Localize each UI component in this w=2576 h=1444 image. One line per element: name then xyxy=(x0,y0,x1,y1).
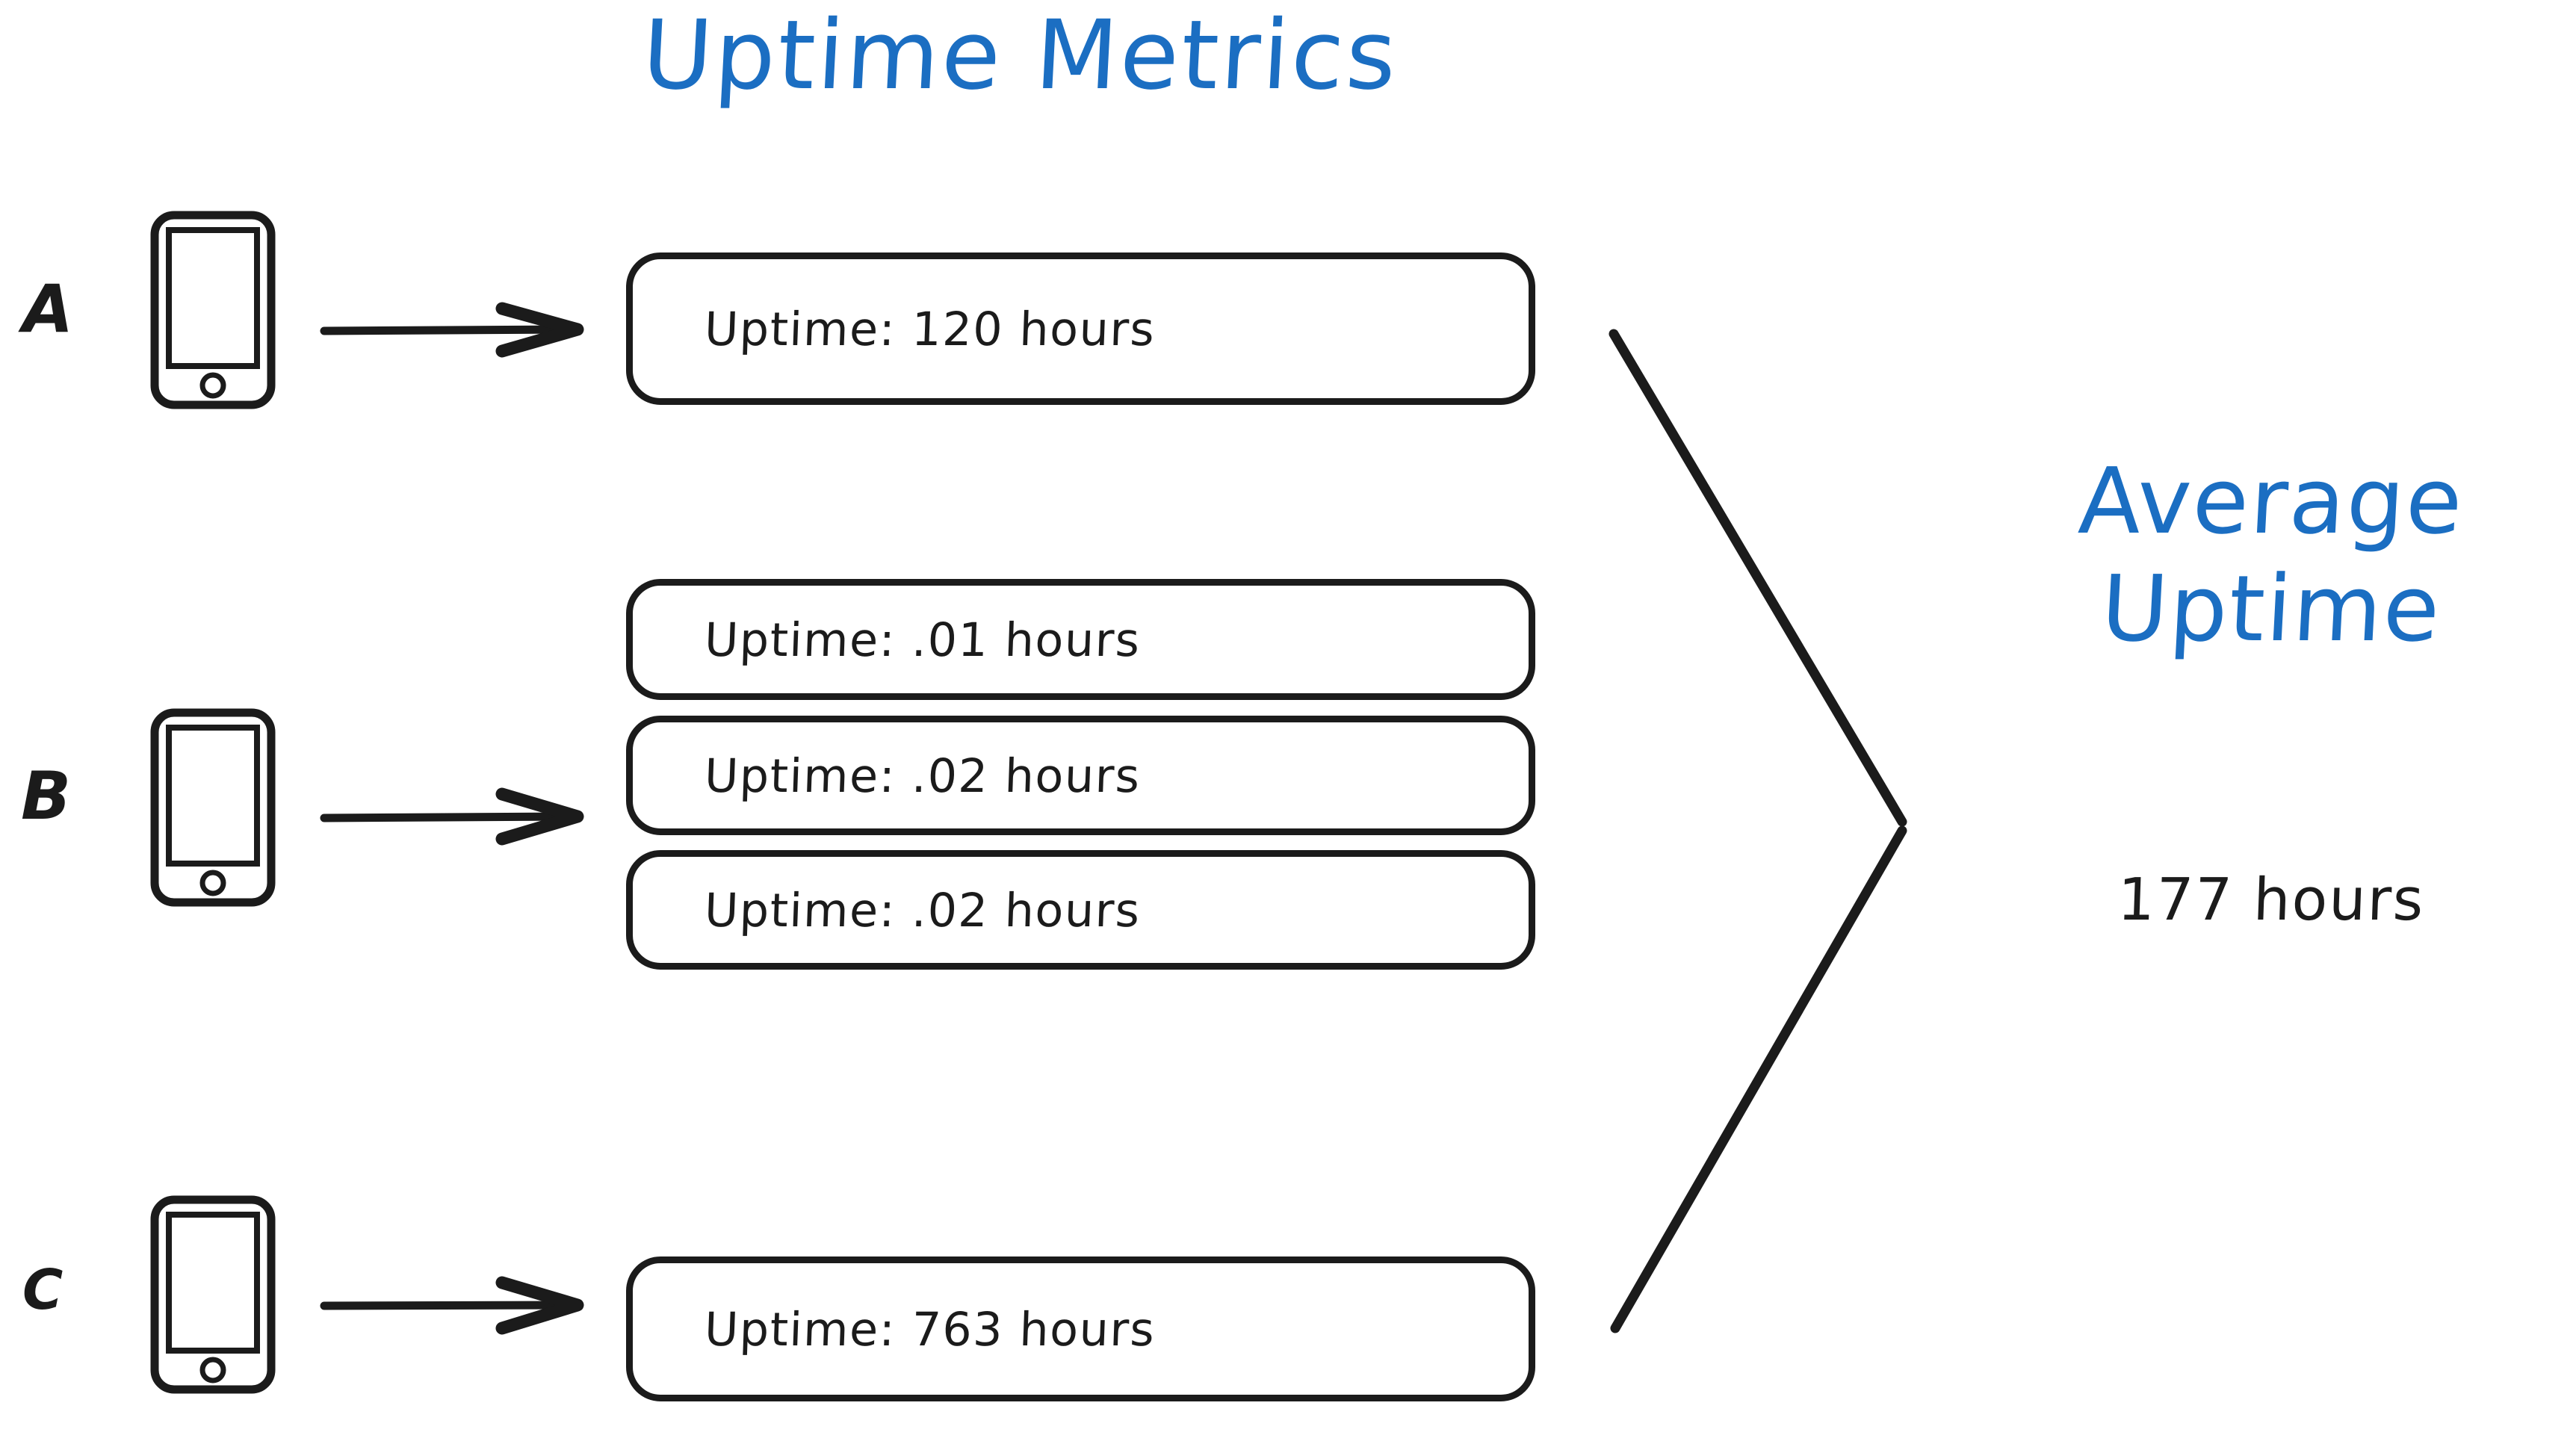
page-title: Uptime Metrics xyxy=(640,0,1402,111)
summary-heading-line-1: Average xyxy=(2075,448,2467,554)
arrow-right-icon xyxy=(320,787,584,846)
mobile-phone-icon xyxy=(149,1195,276,1395)
mobile-phone-icon xyxy=(149,708,276,908)
metric-text: Uptime: .02 hours xyxy=(703,748,1142,803)
device-label-b: B xyxy=(21,757,72,834)
summary-value: 177 hours xyxy=(2116,867,2427,934)
metric-text: Uptime: .01 hours xyxy=(703,612,1142,667)
metric-box[interactable]: Uptime: 763 hours xyxy=(626,1256,1535,1401)
mobile-phone-icon xyxy=(149,211,276,411)
arrow-right-icon xyxy=(320,302,584,358)
device-label-c: C xyxy=(22,1258,64,1322)
arrow-right-icon xyxy=(320,1276,584,1335)
metric-box[interactable]: Uptime: 120 hours xyxy=(626,252,1535,405)
summary-heading: Average Uptime xyxy=(1987,448,2555,663)
device-label-a: A xyxy=(22,270,75,347)
summary-heading-line-2: Uptime xyxy=(2099,555,2444,662)
metric-text: Uptime: .02 hours xyxy=(703,882,1142,938)
metric-box[interactable]: Uptime: .02 hours xyxy=(626,850,1535,970)
metric-text: Uptime: 763 hours xyxy=(703,1301,1157,1357)
metric-text: Uptime: 120 hours xyxy=(703,301,1157,356)
metric-box[interactable]: Uptime: .02 hours xyxy=(626,716,1535,835)
metric-box[interactable]: Uptime: .01 hours xyxy=(626,579,1535,700)
